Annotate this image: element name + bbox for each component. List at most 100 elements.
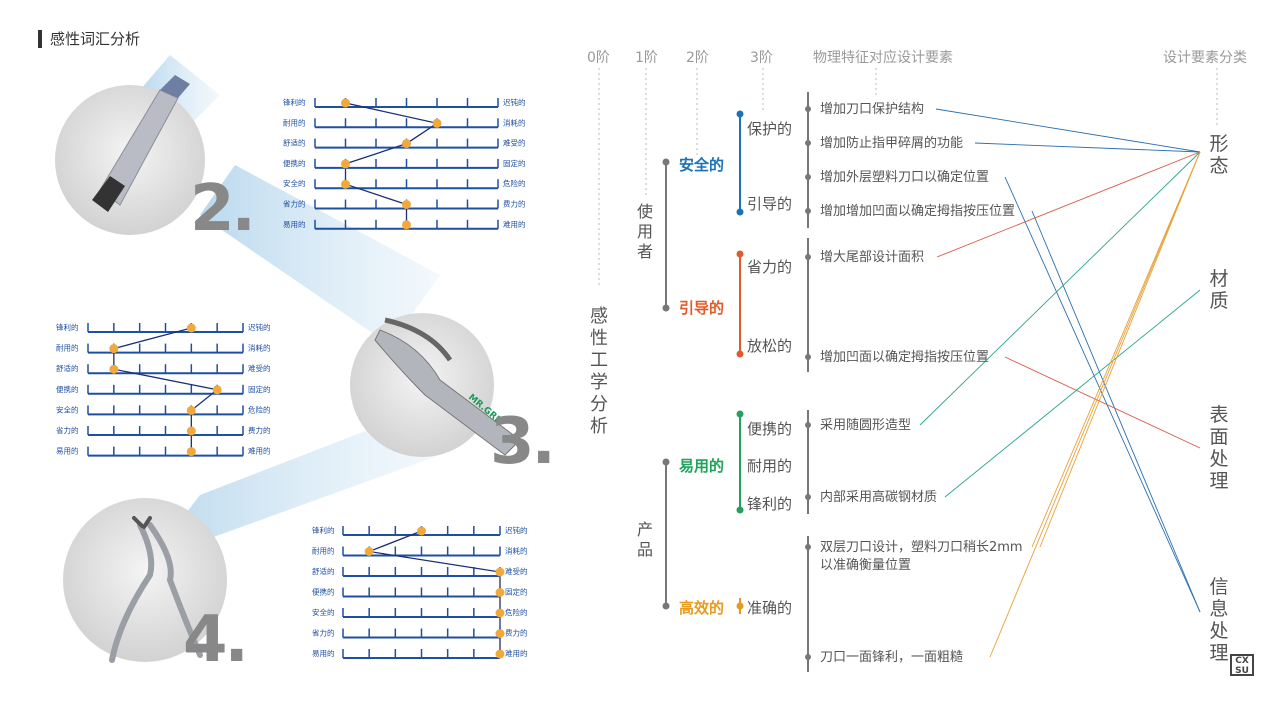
feature-7: 采用随圆形造型 (820, 418, 912, 433)
mini-left-label: 易用的 (312, 648, 335, 658)
mini-left-label: 舒适的 (56, 363, 79, 373)
mini-rating-point (495, 588, 505, 597)
mini-left-label: 省力的 (283, 199, 306, 209)
beam-1 (200, 165, 440, 345)
category-material: 材质 (1209, 268, 1229, 312)
mini-left-label: 锋利的 (56, 322, 79, 332)
mini-rating-point (186, 405, 196, 415)
level3-effortless: 省力的 (747, 258, 793, 276)
feature-2: 增加防止指甲碎屑的功能 (820, 136, 964, 151)
header-order-2: 2阶 (686, 50, 709, 66)
level3-relaxing: 放松的 (747, 337, 793, 355)
mini-left-label: 易用的 (283, 219, 306, 229)
center-label: 感性工学分析 (590, 306, 608, 437)
mini-rating-point (495, 649, 505, 659)
mini-chart-2: 锋利的迟钝的耐用的消耗的舒适的难受的便携的固定的安全的危险的省力的费力的易用的难… (283, 97, 526, 230)
mini-right-label: 费力的 (503, 199, 526, 209)
mini-rating-point (341, 179, 350, 189)
mini-left-label: 便携的 (283, 158, 306, 168)
mini-left-label: 锋利的 (283, 97, 306, 107)
level2-efficient: 高效的 (679, 599, 725, 617)
level2-guiding: 引导的 (679, 299, 725, 317)
mini-rating-point (495, 629, 505, 638)
section-title: 感性词汇分析 (38, 30, 140, 48)
level2-safe: 安全的 (679, 156, 725, 174)
sample-number-3: 3. (490, 405, 556, 479)
mini-right-label: 消耗的 (503, 117, 526, 127)
mini-chart-3: 锋利的迟钝的耐用的消耗的舒适的难受的便携的固定的安全的危险的省力的费力的易用的难… (56, 322, 271, 457)
feature-1: 增加刀口保护结构 (820, 102, 925, 117)
feature-9: 双层刀口设计，塑料刀口稍长2mm (820, 540, 1023, 555)
mini-left-label: 舒适的 (312, 566, 335, 576)
mini-left-label: 省力的 (312, 628, 335, 638)
mini-right-label: 危险的 (248, 404, 271, 414)
mini-left-label: 安全的 (283, 178, 306, 188)
mini-left-label: 安全的 (56, 404, 79, 414)
mini-left-label: 便携的 (312, 587, 335, 597)
header-order-3: 3阶 (750, 50, 773, 66)
level2-easy-to-use: 易用的 (679, 457, 725, 475)
level3-accurate: 准确的 (747, 599, 793, 617)
category-surface: 表面处理 (1209, 404, 1229, 492)
clipper-image-4 (109, 516, 203, 663)
feature-8: 内部采用高碳钢材质 (820, 490, 938, 505)
mini-rating-point (186, 447, 196, 457)
mini-rating-point (341, 159, 350, 169)
category-information: 信息处理 (1209, 576, 1229, 664)
mini-right-label: 费力的 (505, 628, 528, 638)
level3-protective: 保护的 (747, 120, 793, 138)
level1-user: 使用者 (636, 202, 653, 261)
mini-right-label: 危险的 (505, 607, 528, 617)
mini-rating-point (109, 364, 119, 374)
mini-left-label: 锋利的 (312, 525, 335, 535)
mini-right-label: 危险的 (503, 178, 526, 188)
sample-number-4: 4. (183, 603, 249, 677)
mini-right-label: 迟钝的 (505, 525, 528, 535)
mini-left-label: 耐用的 (283, 117, 306, 127)
mini-right-label: 固定的 (503, 158, 526, 168)
feature-10: 刀口一面锋利，一面粗糙 (820, 650, 964, 665)
mini-right-label: 难受的 (503, 138, 526, 148)
feature-4: 增加增加凹面以确定拇指按压位置 (820, 204, 1016, 219)
mini-chart-row: 安全的 危险的 (312, 607, 528, 618)
mini-chart-row: 省力的费力的 (56, 425, 271, 436)
mini-rating-point (495, 608, 505, 618)
mini-right-label: 迟钝的 (248, 322, 271, 332)
level3-guiding: 引导的 (747, 195, 793, 213)
clipper-image-2 (92, 75, 190, 212)
category-form: 形态 (1209, 133, 1229, 177)
mini-right-label: 消耗的 (505, 546, 528, 556)
mini-rating-point (212, 385, 222, 395)
mini-rating-point (186, 426, 196, 436)
mini-rating-point (341, 98, 350, 108)
feature-3: 增加外层塑料刀口以确定位置 (820, 170, 990, 185)
header-order-1: 1阶 (635, 50, 658, 66)
mini-right-label: 固定的 (505, 587, 528, 597)
mini-right-label: 难受的 (505, 566, 528, 576)
feature-9-line2: 以准确衡量位置 (820, 558, 912, 573)
header-design-category: 设计要素分类 (1163, 50, 1247, 66)
mini-right-label: 固定的 (248, 384, 271, 394)
level3-portable: 便携的 (747, 420, 793, 438)
mini-chart-row: 省力的 费力的 (312, 628, 528, 639)
header-order-0: 0阶 (587, 50, 610, 66)
mini-rating-point (109, 344, 119, 354)
header-physical-features: 物理特征对应设计要素 (813, 50, 953, 66)
mini-right-label: 消耗的 (248, 343, 271, 353)
mini-right-label: 难用的 (248, 446, 271, 456)
level1-product: 产品 (636, 520, 653, 559)
mini-left-label: 便携的 (56, 384, 79, 394)
mini-right-label: 难用的 (505, 648, 528, 658)
mini-rating-point (417, 526, 426, 536)
mini-rating-point (402, 220, 411, 230)
level3-durable: 耐用的 (747, 457, 793, 475)
mini-right-label: 迟钝的 (503, 97, 526, 107)
mini-left-label: 安全的 (312, 607, 335, 617)
category-links (919, 108, 1201, 658)
mini-chart-row: 耐用的 消耗的 (283, 117, 526, 129)
mini-right-label: 难受的 (248, 363, 271, 373)
